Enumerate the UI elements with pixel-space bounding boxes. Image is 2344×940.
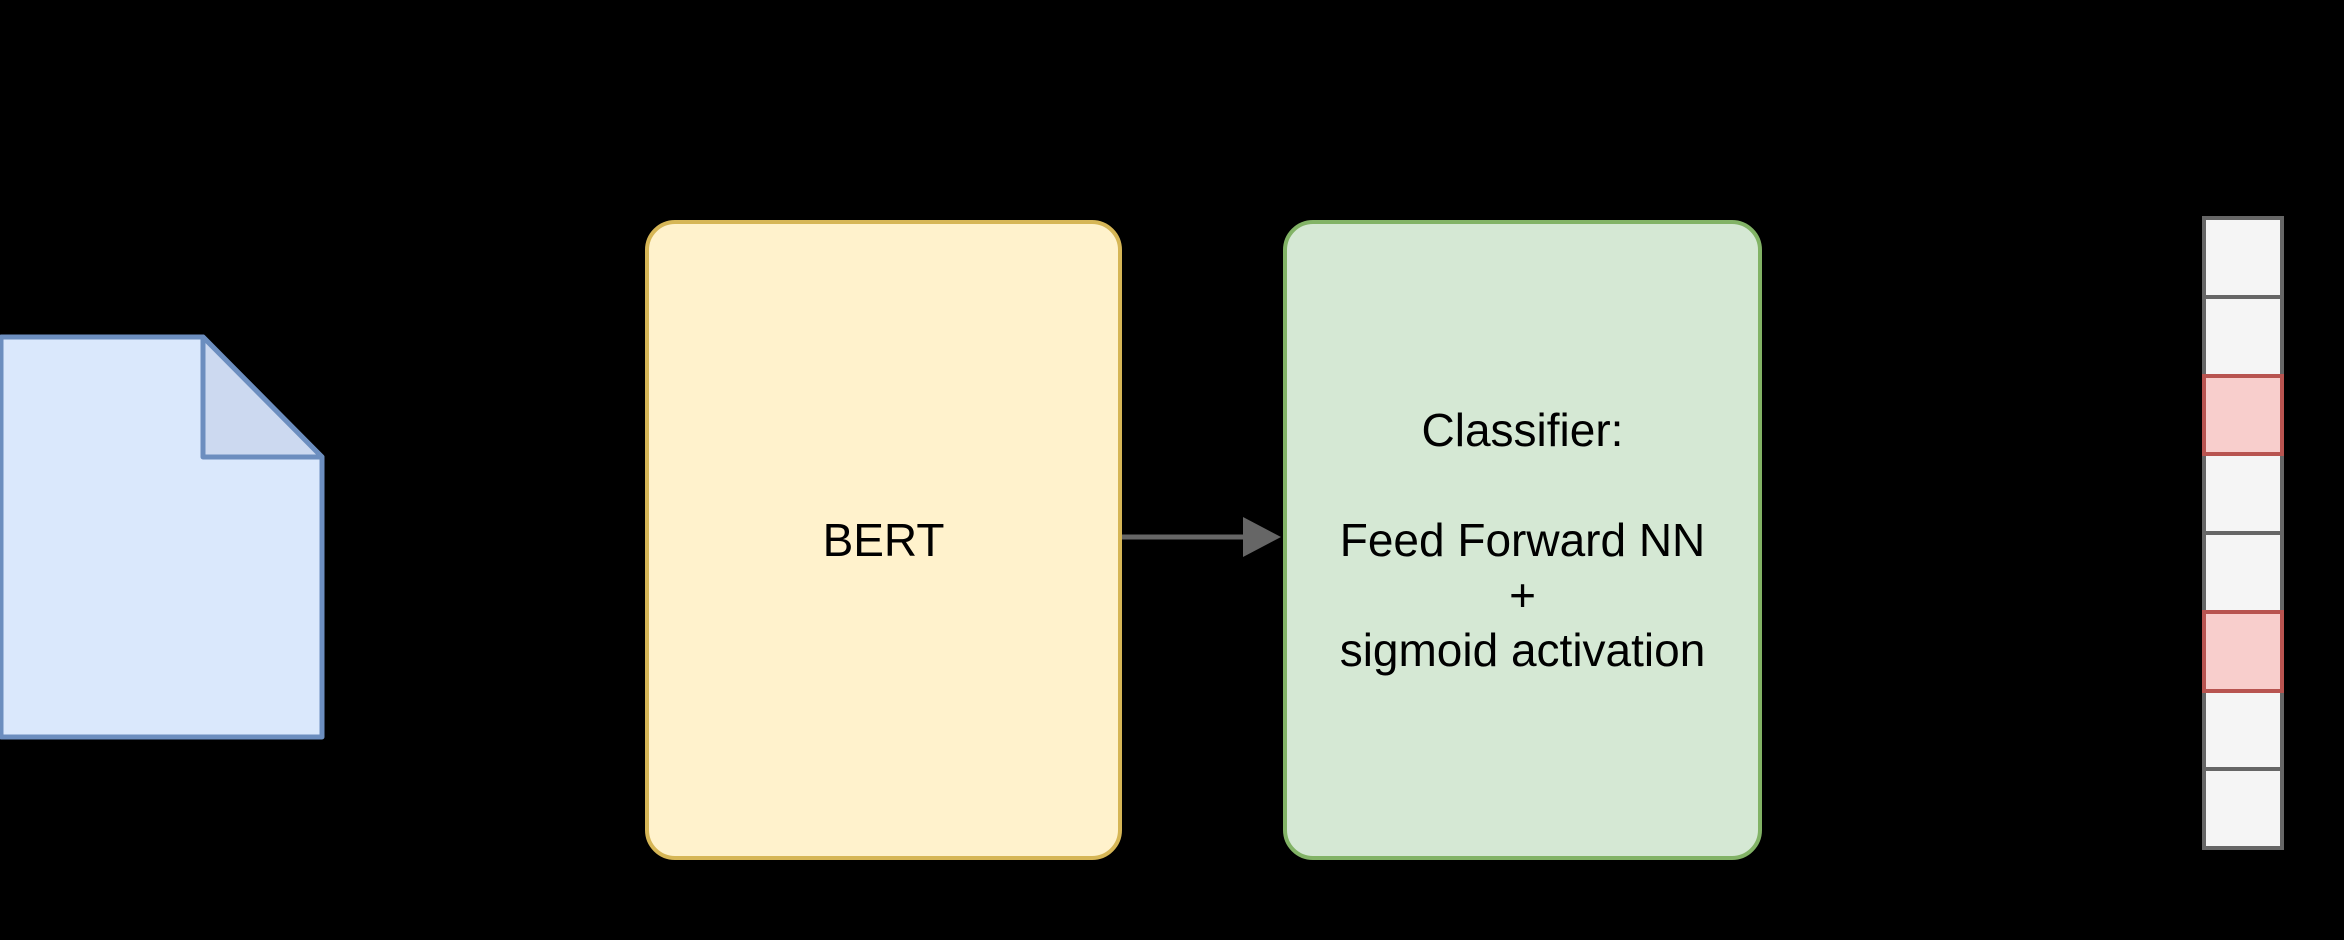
document-icon — [0, 334, 325, 740]
classifier-line-ffnn: Feed Forward NN — [1339, 513, 1706, 566]
classifier-box: Classifier: Feed Forward NN + sigmoid ac… — [1283, 220, 1762, 860]
vector-cell — [2202, 531, 2284, 614]
document-fold — [200, 334, 325, 460]
vector-cell-highlighted — [2202, 609, 2284, 693]
vector-cell — [2202, 452, 2284, 535]
vector-cell-highlighted — [2202, 373, 2284, 457]
vector-cell — [2202, 294, 2284, 378]
vector-cell — [2202, 216, 2284, 299]
classifier-line-plus: + — [1509, 568, 1536, 621]
arrow-head — [1243, 517, 1281, 557]
bert-box: BERT — [645, 220, 1122, 860]
vector-cell — [2202, 688, 2284, 772]
arrow-bert-to-classifier — [1122, 517, 1281, 557]
vector-cell — [2202, 767, 2284, 850]
output-vector — [2202, 216, 2284, 850]
classifier-title: Classifier: — [1421, 403, 1624, 456]
classifier-line-sigmoid: sigmoid activation — [1339, 623, 1706, 676]
document-body — [0, 334, 325, 740]
bert-label: BERT — [822, 514, 945, 566]
